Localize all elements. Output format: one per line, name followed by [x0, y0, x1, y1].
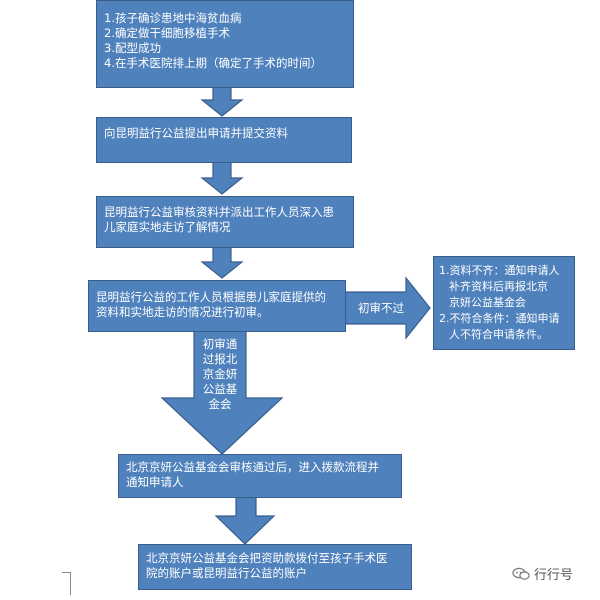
pass-label-line-4: 公益基: [202, 382, 238, 396]
step3-line-1: 昆明益行公益审核资料并派出工作人员深入患: [104, 205, 334, 219]
pass-label-line-3: 京金妍: [202, 367, 238, 381]
step6-line-1: 北京京妍公益基金会把资助款拨付至孩子手术医: [146, 551, 388, 565]
step3-line-2: 儿家庭实地走访了解情况: [104, 220, 231, 234]
fail-branch-box: 1.资料不齐：通知申请人 补齐资料后再报北京 京妍公益基金会 2.不符合条件：通…: [433, 256, 575, 350]
step1-line-1: 1.孩子确诊患地中海贫血病: [104, 11, 242, 25]
pass-label-line-1: 初审通: [202, 337, 238, 351]
page-corner-mark: [62, 572, 71, 595]
step2-line-1: 向昆明益行公益提出申请并提交资料: [104, 126, 288, 140]
fail-line-5: 人不符合申请条件。: [449, 328, 548, 341]
arrow-step4-to-fail: [344, 276, 431, 340]
step4-line-1: 昆明益行公益的工作人员根据患儿家庭提供的: [96, 290, 326, 304]
step4-line-2: 资料和实地走访的情况进行初审。: [96, 305, 269, 319]
watermark: 行行号: [512, 564, 573, 583]
step6-box: 北京京妍公益基金会把资助款拨付至孩子手术医 院的账户或昆明益行公益的账户: [138, 544, 412, 590]
arrow-step5-to-step6: [214, 495, 276, 545]
step5-line-2: 通知申请人: [126, 475, 184, 489]
watermark-text: 行行号: [534, 568, 574, 583]
pass-label-line-5: 金会: [208, 397, 232, 411]
fail-line-3: 京妍公益基金会: [449, 296, 526, 309]
fail-line-1: 1.资料不齐：通知申请人: [439, 264, 560, 277]
step5-box: 北京京妍公益基金会审核通过后，进入拨款流程并 通知申请人: [118, 454, 402, 498]
chat-bubble-icon: [512, 567, 530, 581]
step4-box: 昆明益行公益的工作人员根据患儿家庭提供的 资料和实地走访的情况进行初审。: [88, 280, 346, 332]
fail-line-2: 补齐资料后再报北京: [449, 280, 548, 293]
arrow-step2-to-step3: [200, 161, 244, 195]
pass-label-line-2: 过报北: [202, 352, 238, 366]
arrow-step4-to-step5: [160, 329, 284, 455]
step5-line-1: 北京京妍公益基金会审核通过后，进入拨款流程并: [126, 460, 379, 474]
step2-box: 向昆明益行公益提出申请并提交资料: [96, 117, 352, 163]
step6-line-2: 院的账户或昆明益行公益的账户: [146, 566, 307, 580]
step1-line-4: 4.在手术医院排上期（确定了手术的时间）: [104, 56, 322, 70]
pass-arrow-label: 初审通 过报北 京金妍 公益基 金会: [196, 337, 244, 412]
fail-arrow-label: 初审不过: [358, 301, 404, 315]
arrow-step1-to-step2: [200, 85, 244, 117]
step1-line-2: 2.确定做干细胞移植手术: [104, 26, 230, 40]
arrow-step3-to-step4: [200, 245, 244, 279]
step3-box: 昆明益行公益审核资料并派出工作人员深入患 儿家庭实地走访了解情况: [96, 196, 354, 248]
fail-line-4: 2.不符合条件：通知申请: [439, 312, 560, 325]
step1-box: 1.孩子确诊患地中海贫血病 2.确定做干细胞移植手术 3.配型成功 4.在手术医…: [96, 0, 354, 88]
step1-line-3: 3.配型成功: [104, 41, 161, 55]
